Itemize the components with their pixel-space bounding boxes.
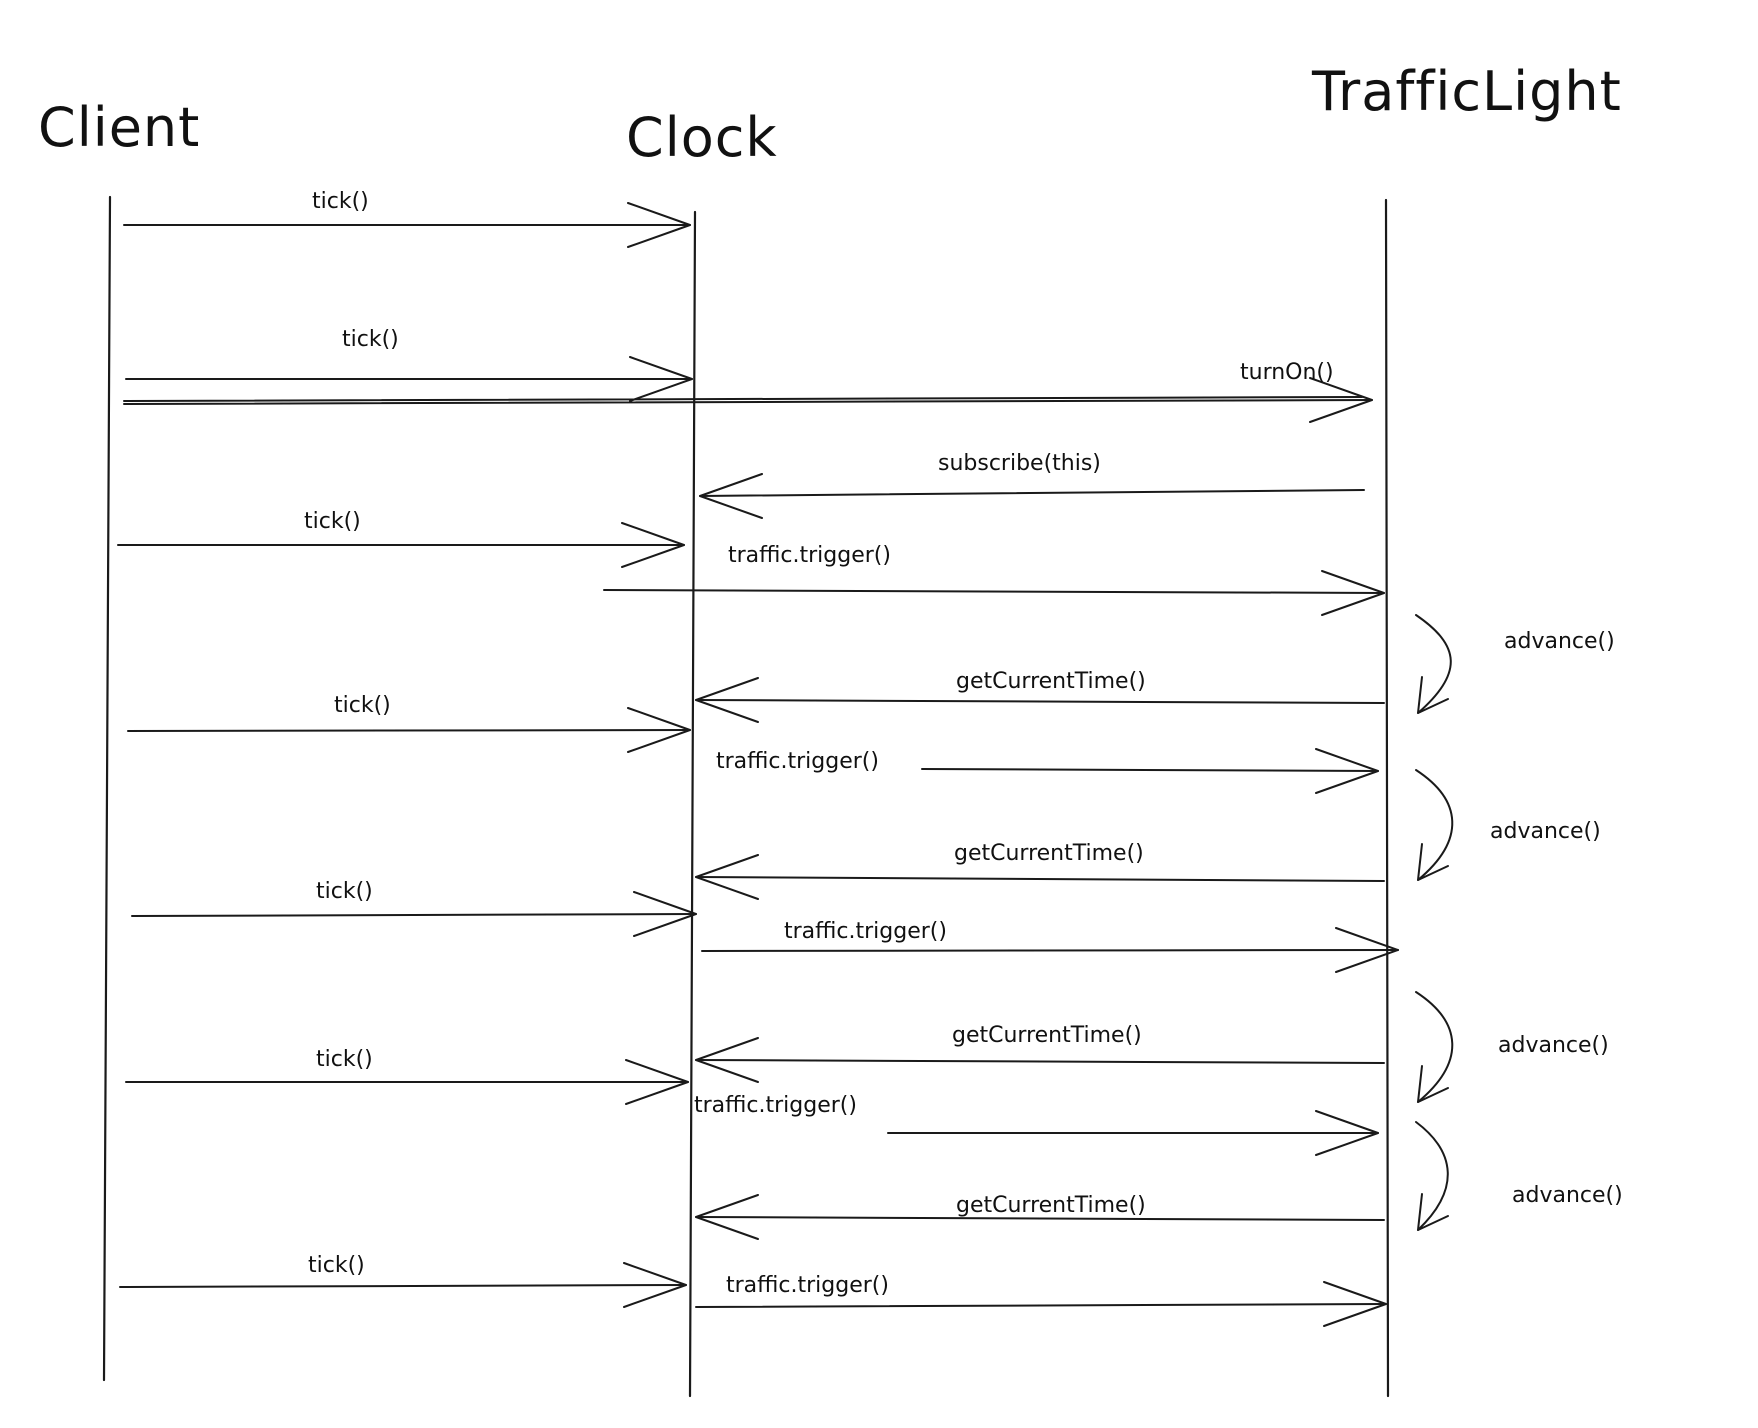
message-label: subscribe(this)	[938, 451, 1101, 476]
message-17: tick()	[125, 1047, 689, 1105]
message-9: tick()	[127, 693, 691, 753]
message-3: turnOn()	[123, 360, 1373, 423]
participant-client: Client	[38, 96, 200, 159]
message-12: getCurrentTime()	[695, 841, 1385, 900]
message-label: traffic.trigger()	[728, 543, 891, 568]
message-line-stroke	[123, 396, 1363, 402]
message-label: tick()	[312, 189, 369, 214]
message-label: traffic.trigger()	[784, 919, 947, 944]
message-arrowhead	[1323, 1281, 1387, 1327]
message-arrowhead	[699, 473, 763, 519]
message-line	[123, 399, 1373, 405]
message-11: advance()	[1415, 769, 1601, 881]
self-call-arc	[1415, 769, 1454, 881]
self-call-arc	[1415, 991, 1454, 1103]
message-15: advance()	[1415, 991, 1609, 1103]
message-arrowhead	[695, 1037, 759, 1083]
participant-trafficlight: TrafficLight	[1311, 60, 1622, 123]
message-21: tick()	[119, 1253, 687, 1308]
message-line	[603, 589, 1385, 594]
participant-clock: Clock	[626, 106, 778, 169]
self-call-arrowhead	[1417, 676, 1449, 714]
message-18: traffic.trigger()	[694, 1093, 1379, 1156]
message-19: advance()	[1415, 1121, 1623, 1231]
message-label: tick()	[342, 327, 399, 352]
message-arrowhead	[627, 707, 691, 753]
message-2: tick()	[125, 327, 693, 402]
lifeline-client	[102, 195, 112, 1382]
self-call-arrowhead	[1417, 843, 1449, 881]
message-13: tick()	[131, 879, 697, 937]
message-line	[695, 876, 1385, 882]
message-label: traffic.trigger()	[716, 749, 879, 774]
message-line	[699, 489, 1365, 497]
message-arrowhead	[695, 677, 759, 723]
message-arrowhead	[625, 1059, 689, 1105]
message-line	[695, 1216, 1385, 1221]
self-call-arrowhead	[1417, 1065, 1449, 1103]
message-line	[695, 1303, 1387, 1308]
message-label: getCurrentTime()	[954, 841, 1144, 866]
message-line	[119, 1284, 687, 1288]
message-label: traffic.trigger()	[726, 1273, 889, 1298]
message-label: getCurrentTime()	[956, 1193, 1146, 1218]
message-label: advance()	[1490, 819, 1601, 844]
message-label: getCurrentTime()	[952, 1023, 1142, 1048]
message-line	[695, 699, 1385, 704]
message-line	[701, 949, 1399, 952]
message-list: tick() tick() turnOn() subscribe(this) tick(…	[117, 189, 1623, 1327]
self-call-arc	[1415, 614, 1452, 714]
message-20: getCurrentTime()	[695, 1193, 1385, 1240]
message-arrowhead	[695, 1194, 759, 1240]
message-label: advance()	[1512, 1183, 1623, 1208]
message-10: traffic.trigger()	[716, 748, 1379, 794]
self-call-arc	[1415, 1121, 1449, 1231]
message-arrowhead	[633, 891, 697, 937]
message-7: advance()	[1415, 614, 1615, 714]
message-line	[695, 1059, 1385, 1064]
message-arrowhead	[1315, 1110, 1379, 1156]
message-label: getCurrentTime()	[956, 669, 1146, 694]
message-label: tick()	[308, 1253, 365, 1278]
message-arrowhead	[695, 854, 759, 900]
message-8: getCurrentTime()	[695, 669, 1385, 723]
message-label: advance()	[1504, 629, 1615, 654]
message-22: traffic.trigger()	[695, 1273, 1387, 1327]
message-arrowhead	[1335, 927, 1399, 973]
message-label: turnOn()	[1240, 360, 1334, 385]
message-arrowhead	[627, 202, 691, 248]
message-arrowhead	[621, 522, 685, 568]
message-line	[131, 913, 697, 917]
message-1: tick()	[123, 189, 691, 248]
message-label: tick()	[316, 1047, 373, 1072]
message-arrowhead	[1315, 748, 1379, 794]
message-label: tick()	[304, 509, 361, 534]
message-arrowhead	[623, 1262, 687, 1308]
message-arrowhead	[629, 356, 693, 402]
message-6: traffic.trigger()	[603, 543, 1385, 616]
message-label: tick()	[316, 879, 373, 904]
message-label: traffic.trigger()	[694, 1093, 857, 1118]
lifeline-trafficlight	[1384, 198, 1390, 1398]
message-label: advance()	[1498, 1033, 1609, 1058]
message-line	[921, 768, 1379, 772]
message-5: tick()	[117, 509, 685, 568]
self-call-arrowhead	[1417, 1193, 1449, 1231]
message-16: getCurrentTime()	[695, 1023, 1385, 1083]
message-14: traffic.trigger()	[701, 919, 1399, 973]
message-label: tick()	[334, 693, 391, 718]
message-4: subscribe(this)	[699, 451, 1365, 519]
message-arrowhead	[1321, 570, 1385, 616]
message-line	[127, 729, 691, 732]
message-arrowhead	[1309, 377, 1373, 423]
lifeline-clock	[688, 210, 697, 1398]
